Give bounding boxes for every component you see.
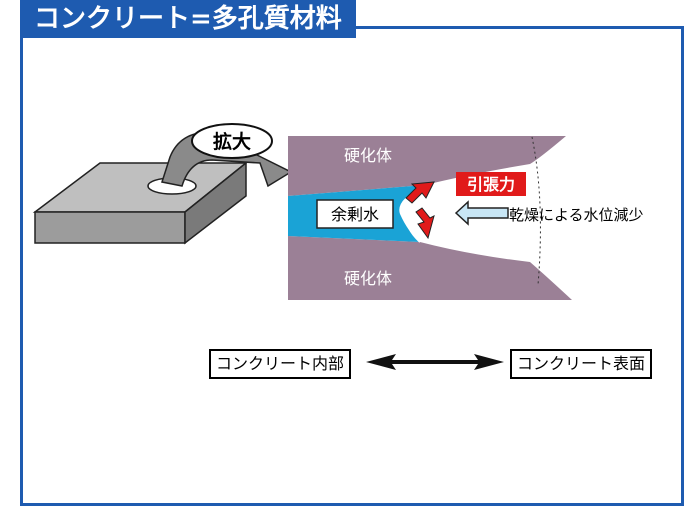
tension-arrow-top [405,181,435,204]
surface-line [531,136,541,286]
zoom-label: 拡大 [213,130,251,153]
concrete-block [32,161,249,245]
residual-water-box [316,199,394,229]
tension-arrow-bottom [415,207,435,240]
page-title: コンクリート=多孔質材料 [20,0,356,38]
residual-water-label: 余剰水 [331,205,379,224]
double-arrow [366,354,504,370]
drying-label: 乾燥による水位減少 [509,206,644,224]
hardened-label-bottom: 硬化体 [344,269,392,288]
concrete-surface-label: コンクリート表面 [510,349,653,379]
hardened-label-top: 硬化体 [344,146,392,165]
tension-label: 引張力 [467,175,515,194]
hardened-body [288,136,572,300]
zoom-bubble [191,123,273,159]
concrete-interior-label: コンクリート内部 [209,349,352,379]
drying-arrow [454,200,509,226]
tension-box [456,172,526,196]
